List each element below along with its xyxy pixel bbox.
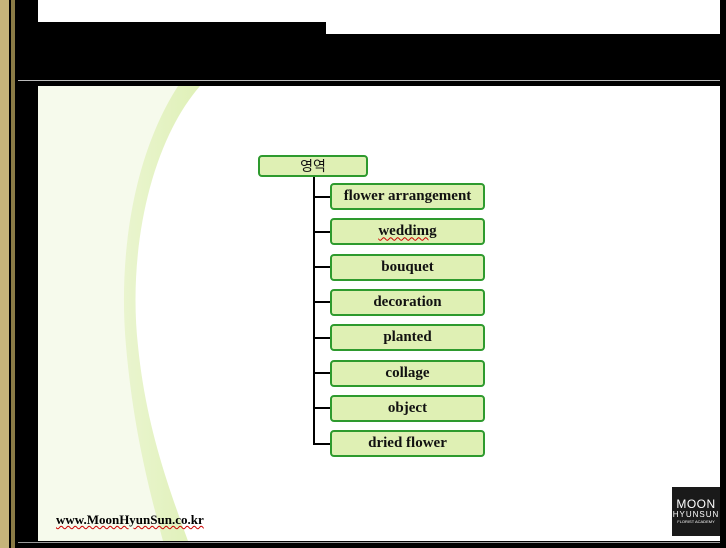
diagram-child-node: planted xyxy=(330,324,485,352)
tree-branch-line xyxy=(313,230,330,233)
green-swoosh-decoration xyxy=(38,86,200,541)
tree-branch-line xyxy=(313,301,330,304)
tree-branch-line xyxy=(313,407,330,410)
diagram-child-node: decoration xyxy=(330,288,485,316)
diagram-child-node: object xyxy=(330,394,485,422)
diagram-child-node: weddimg xyxy=(330,218,485,246)
footer-divider xyxy=(18,542,720,543)
tree-trunk-line xyxy=(313,177,315,444)
tree-branch-line xyxy=(313,266,330,269)
tree-branch-line xyxy=(313,195,330,198)
header-divider xyxy=(18,80,720,81)
title-bar-strip-right xyxy=(326,0,720,34)
logo-line3: FLORIST ACADEMY xyxy=(677,519,715,524)
tree-branch-line xyxy=(313,372,330,374)
diagram-child-node: flower arrangement xyxy=(330,183,485,210)
tree-branch-line xyxy=(313,442,330,445)
diagram-child-node: dried flower xyxy=(330,430,485,458)
diagram-child-node: bouquet xyxy=(330,253,485,281)
academy-logo: MOON HYUNSUN FLORIST ACADEMY xyxy=(672,487,720,536)
left-gold-border xyxy=(0,0,9,548)
slide-canvas: 영역 flower arrangement weddimg bouquet decor… xyxy=(38,86,720,541)
logo-line1: MOON xyxy=(676,497,716,511)
tree-branch-line xyxy=(313,336,330,339)
left-gold-border-inner xyxy=(11,0,15,548)
diagram-child-node: collage xyxy=(330,359,485,387)
logo-line2: HYUNSUN xyxy=(672,510,720,519)
footer-url: www.MoonHyunSun.co.kr xyxy=(56,512,204,527)
diagram-root-node: 영역 xyxy=(258,155,368,177)
